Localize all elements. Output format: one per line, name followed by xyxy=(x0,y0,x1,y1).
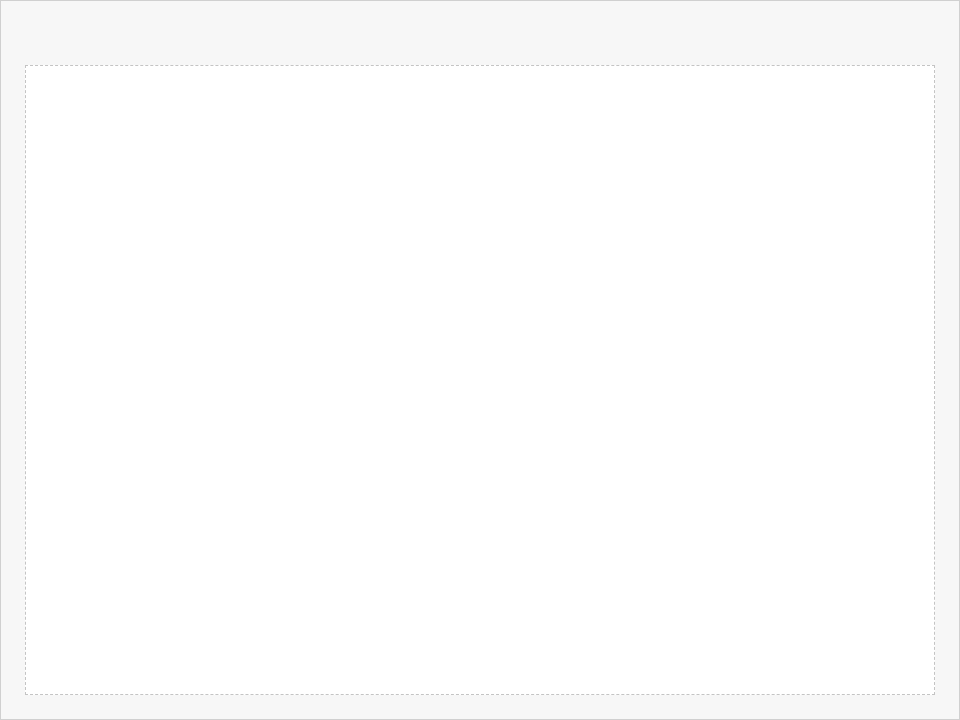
content-area xyxy=(25,65,935,695)
page-title xyxy=(25,25,935,45)
